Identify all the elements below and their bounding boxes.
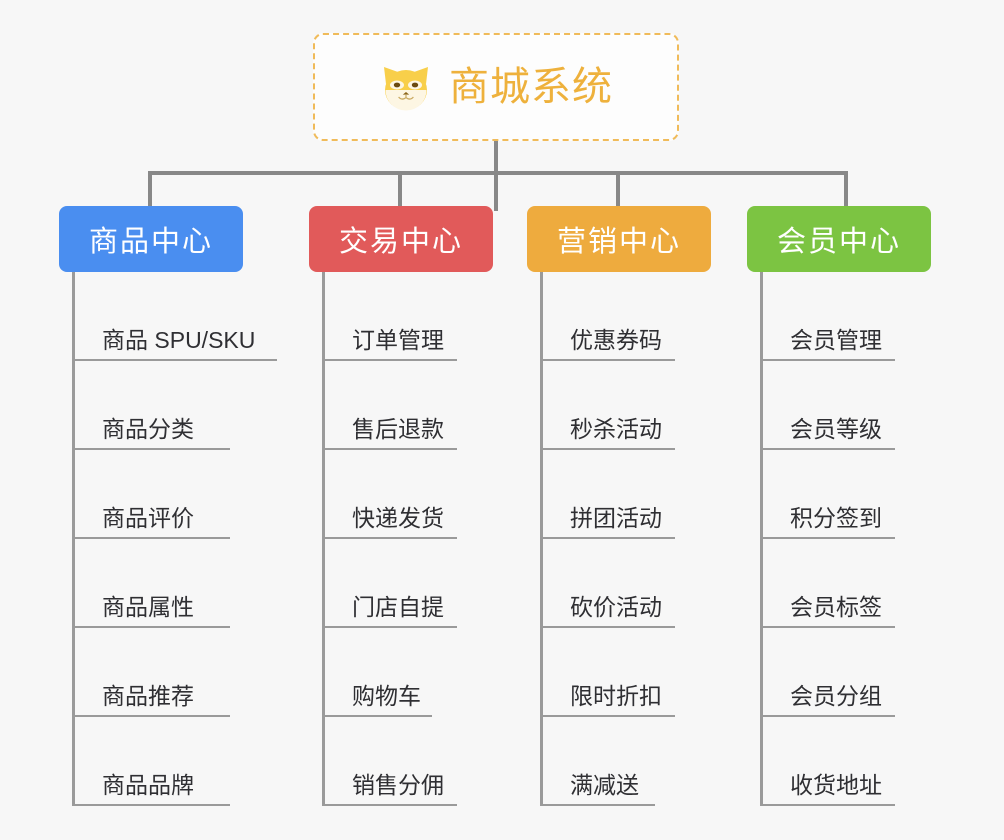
leaf-label: 限时折扣 bbox=[570, 683, 662, 709]
leaf-label: 商品 SPU/SKU bbox=[102, 327, 256, 353]
connector-root-stem bbox=[494, 141, 498, 211]
connector-drop-product-center bbox=[148, 171, 152, 211]
leaf-node[interactable]: 商品评价 bbox=[72, 450, 255, 539]
leaf-label: 秒杀活动 bbox=[570, 416, 662, 442]
leaf-label: 快递发货 bbox=[352, 505, 444, 531]
leaf-node[interactable]: 门店自提 bbox=[322, 539, 457, 628]
leaf-underline bbox=[540, 537, 675, 539]
leaf-node[interactable]: 售后退款 bbox=[322, 361, 457, 450]
leaf-node[interactable]: 销售分佣 bbox=[322, 717, 457, 806]
category-header-marketing-center[interactable]: 营销中心 bbox=[527, 206, 711, 272]
leaf-label: 商品推荐 bbox=[102, 683, 194, 709]
leaf-underline bbox=[72, 715, 230, 717]
category-label: 交易中心 bbox=[338, 226, 463, 258]
leaf-node[interactable]: 优惠券码 bbox=[540, 272, 675, 361]
leaf-label: 商品评价 bbox=[102, 505, 194, 531]
leaf-underline bbox=[540, 359, 675, 361]
leaf-underline bbox=[322, 804, 457, 806]
category-header-product-center[interactable]: 商品中心 bbox=[59, 206, 243, 272]
leaf-label: 满减送 bbox=[570, 772, 639, 798]
leaf-node[interactable]: 会员分组 bbox=[760, 628, 895, 717]
leaf-label: 优惠券码 bbox=[570, 327, 662, 353]
leaf-node[interactable]: 秒杀活动 bbox=[540, 361, 675, 450]
leaf-label: 会员管理 bbox=[790, 327, 882, 353]
leaf-label: 购物车 bbox=[352, 683, 421, 709]
category-header-trade-center[interactable]: 交易中心 bbox=[309, 206, 493, 272]
leaf-node[interactable]: 商品推荐 bbox=[72, 628, 255, 717]
leaf-label: 砍价活动 bbox=[570, 594, 662, 620]
connector-drop-trade-center bbox=[398, 171, 402, 211]
branch-trade-center: 订单管理售后退款快递发货门店自提购物车销售分佣 bbox=[322, 272, 457, 806]
branch-spine bbox=[540, 272, 543, 806]
leaf-underline bbox=[760, 359, 895, 361]
leaf-label: 会员等级 bbox=[790, 416, 882, 442]
leaf-underline bbox=[72, 804, 230, 806]
leaf-underline bbox=[760, 448, 895, 450]
leaf-node[interactable]: 商品分类 bbox=[72, 361, 255, 450]
leaf-underline bbox=[760, 537, 895, 539]
leaf-label: 订单管理 bbox=[352, 327, 444, 353]
leaf-underline bbox=[322, 537, 457, 539]
leaf-label: 售后退款 bbox=[352, 416, 444, 442]
leaf-underline bbox=[760, 804, 895, 806]
leaf-node[interactable]: 购物车 bbox=[322, 628, 444, 717]
leaf-underline bbox=[540, 715, 675, 717]
branch-marketing-center: 优惠券码秒杀活动拼团活动砍价活动限时折扣满减送 bbox=[540, 272, 675, 806]
leaf-underline bbox=[760, 715, 895, 717]
leaf-label: 会员标签 bbox=[790, 594, 882, 620]
leaf-underline bbox=[540, 448, 675, 450]
connector-horizontal-bus bbox=[148, 171, 848, 175]
leaf-label: 商品分类 bbox=[102, 416, 194, 442]
leaf-underline bbox=[322, 715, 432, 717]
leaf-node[interactable]: 商品品牌 bbox=[72, 717, 255, 806]
leaf-node[interactable]: 积分签到 bbox=[760, 450, 895, 539]
leaf-label: 门店自提 bbox=[352, 594, 444, 620]
leaf-underline bbox=[540, 626, 675, 628]
branch-spine bbox=[760, 272, 763, 806]
leaf-node[interactable]: 会员管理 bbox=[760, 272, 895, 361]
connector-drop-marketing-center bbox=[616, 171, 620, 211]
leaf-underline bbox=[72, 448, 230, 450]
leaf-node[interactable]: 订单管理 bbox=[322, 272, 457, 361]
branch-spine bbox=[72, 272, 75, 806]
leaf-node[interactable]: 砍价活动 bbox=[540, 539, 675, 628]
leaf-node[interactable]: 会员标签 bbox=[760, 539, 895, 628]
leaf-node[interactable]: 商品属性 bbox=[72, 539, 255, 628]
leaf-underline bbox=[72, 537, 230, 539]
leaf-underline bbox=[322, 626, 457, 628]
leaf-label: 商品品牌 bbox=[102, 772, 194, 798]
leaf-node[interactable]: 商品 SPU/SKU bbox=[72, 272, 277, 361]
leaf-node[interactable]: 收货地址 bbox=[760, 717, 895, 806]
leaf-label: 积分签到 bbox=[790, 505, 882, 531]
leaf-node[interactable]: 满减送 bbox=[540, 717, 662, 806]
connector-drop-member-center bbox=[844, 171, 848, 211]
leaf-underline bbox=[540, 804, 655, 806]
leaf-underline bbox=[72, 626, 230, 628]
branch-member-center: 会员管理会员等级积分签到会员标签会员分组收货地址 bbox=[760, 272, 895, 806]
shiba-dog-face-icon bbox=[379, 60, 433, 114]
leaf-label: 销售分佣 bbox=[352, 772, 444, 798]
leaf-node[interactable]: 限时折扣 bbox=[540, 628, 675, 717]
root-title: 商城系统 bbox=[449, 65, 613, 109]
leaf-node[interactable]: 会员等级 bbox=[760, 361, 895, 450]
leaf-underline bbox=[322, 448, 457, 450]
branch-product-center: 商品 SPU/SKU 商品分类商品评价商品属性商品推荐商品品牌 bbox=[72, 272, 277, 806]
category-header-member-center[interactable]: 会员中心 bbox=[747, 206, 931, 272]
leaf-label: 收货地址 bbox=[790, 772, 882, 798]
leaf-label: 商品属性 bbox=[102, 594, 194, 620]
leaf-underline bbox=[72, 359, 277, 361]
root-node[interactable]: 商城系统 bbox=[313, 33, 679, 141]
category-label: 会员中心 bbox=[776, 226, 901, 258]
category-label: 商品中心 bbox=[88, 226, 213, 258]
leaf-label: 会员分组 bbox=[790, 683, 882, 709]
leaf-node[interactable]: 拼团活动 bbox=[540, 450, 675, 539]
leaf-label: 拼团活动 bbox=[570, 505, 662, 531]
leaf-underline bbox=[322, 359, 457, 361]
leaf-underline bbox=[760, 626, 895, 628]
leaf-node[interactable]: 快递发货 bbox=[322, 450, 457, 539]
branch-spine bbox=[322, 272, 325, 806]
category-label: 营销中心 bbox=[556, 226, 681, 258]
